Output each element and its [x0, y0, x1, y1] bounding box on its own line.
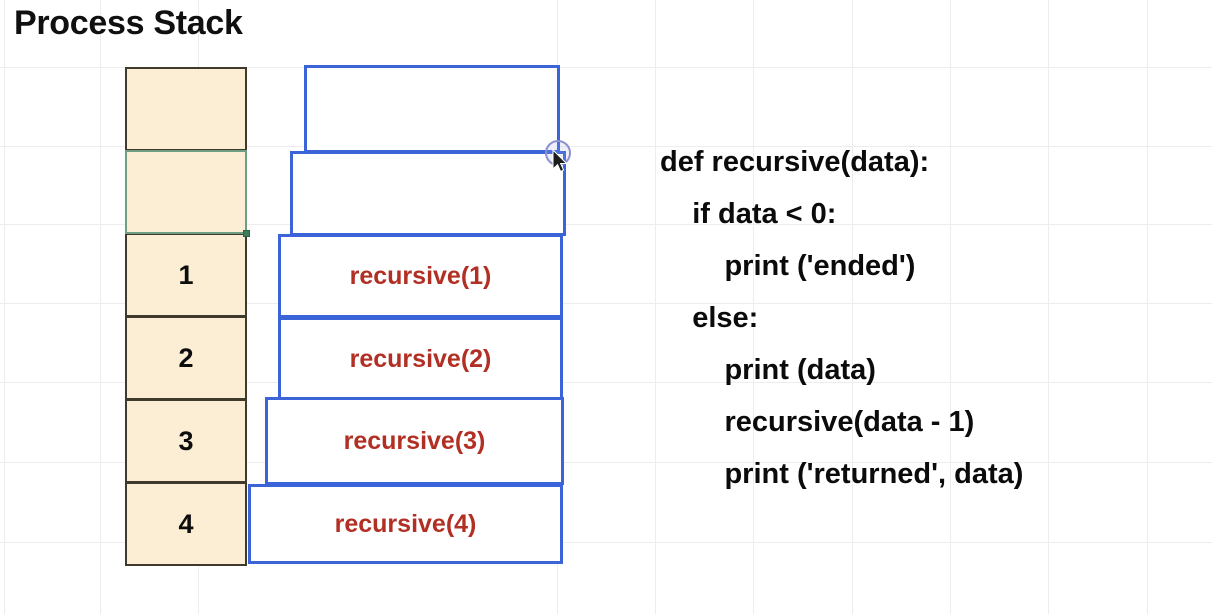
grid-line-vertical-4 [655, 0, 656, 614]
stack-cell-2[interactable]: 2 [125, 316, 247, 400]
page-title: Process Stack [14, 4, 243, 42]
code-line-1: if data < 0: [660, 198, 837, 230]
call-frame-empty-1[interactable] [290, 151, 566, 236]
call-frame-label: recursive(1) [349, 261, 492, 290]
call-frame-label: recursive(4) [334, 509, 477, 538]
grid-line-vertical-0 [4, 0, 5, 614]
stack-cell-value: 4 [178, 508, 194, 539]
stack-cell-value: 3 [178, 425, 194, 456]
code-line-0: def recursive(data): [660, 146, 930, 178]
call-frame-recursive2[interactable]: recursive(2) [278, 317, 563, 401]
call-frame-recursive3[interactable]: recursive(3) [265, 397, 564, 485]
call-frame-recursive4[interactable]: recursive(4) [248, 484, 563, 564]
code-line-4: print (data) [660, 354, 876, 386]
stack-cell-3[interactable]: 3 [125, 399, 247, 483]
click-highlight-ring [545, 140, 571, 166]
stack-cell-empty-1[interactable] [125, 150, 247, 234]
code-line-5: recursive(data - 1) [660, 406, 975, 438]
code-line-3: else: [660, 302, 759, 334]
code-line-6: print ('returned', data) [660, 458, 1024, 490]
code-listing: def recursive(data): if data < 0: print … [660, 136, 1200, 500]
grid-line-vertical-1 [100, 0, 101, 614]
call-frame-recursive1[interactable]: recursive(1) [278, 234, 563, 318]
stack-cell-value: 1 [178, 259, 194, 290]
call-frame-empty-0[interactable] [304, 65, 560, 153]
stack-cell-empty-0[interactable] [125, 67, 247, 151]
call-frame-label: recursive(2) [349, 344, 492, 373]
code-line-2: print ('ended') [660, 250, 916, 282]
stack-cell-1[interactable]: 1 [125, 233, 247, 317]
selection-resize-handle[interactable] [243, 230, 250, 237]
call-frame-label: recursive(3) [343, 426, 486, 455]
stack-cell-value: 2 [178, 342, 194, 373]
stack-cell-4[interactable]: 4 [125, 482, 247, 566]
